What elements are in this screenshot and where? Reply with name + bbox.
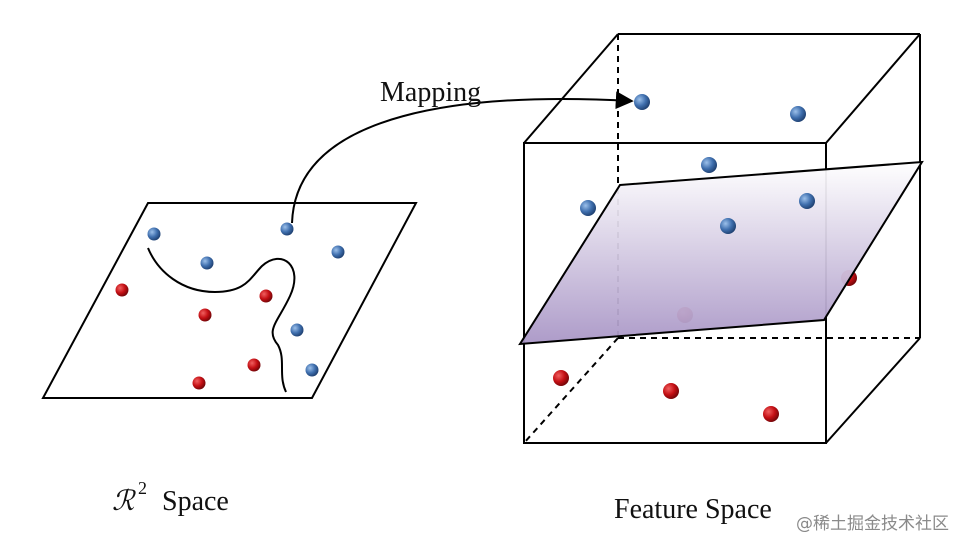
feature-blue-point [720,218,736,234]
r2-red-point [198,308,212,322]
r2-space-panel [41,202,418,399]
r2-red-point [259,289,273,303]
feature-red-point [763,406,779,422]
feature-blue-point [799,193,815,209]
feature-red-point [663,383,679,399]
separating-hyperplane [518,160,924,346]
r2-blue-point [147,227,161,241]
feature-blue-point [790,106,806,122]
watermark: @稀土掘金技术社区 [796,514,949,534]
mapping-arrow [291,91,634,224]
mapping-label: Mapping [380,77,481,108]
r2-red-point [115,283,129,297]
r2-blue-point [200,256,214,270]
r2-red-point [192,376,206,390]
feature-points-front [553,193,815,422]
r2-red-point [247,358,261,372]
nonlinear-decision-boundary [147,247,296,393]
cube-edge-hidden [523,337,619,444]
r2-exponent: 2 [138,478,147,498]
feature-red-point [553,370,569,386]
cube-edge [523,33,619,144]
r2-symbol: ℛ [112,486,136,517]
r2-space-label: ℛ 2 Space [112,478,229,517]
r2-blue-point [290,323,304,337]
r2-space-word: Space [162,486,229,517]
feature-blue-point [701,157,717,173]
feature-blue-point [580,200,596,216]
r2-blue-point [280,222,294,236]
cube-edge [825,337,921,444]
r2-blue-point [331,245,345,259]
feature-blue-point [634,94,650,110]
r2-plane [41,202,418,399]
r2-blue-point [305,363,319,377]
feature-space-label: Feature Space [614,494,772,525]
cube-edge [825,33,921,144]
